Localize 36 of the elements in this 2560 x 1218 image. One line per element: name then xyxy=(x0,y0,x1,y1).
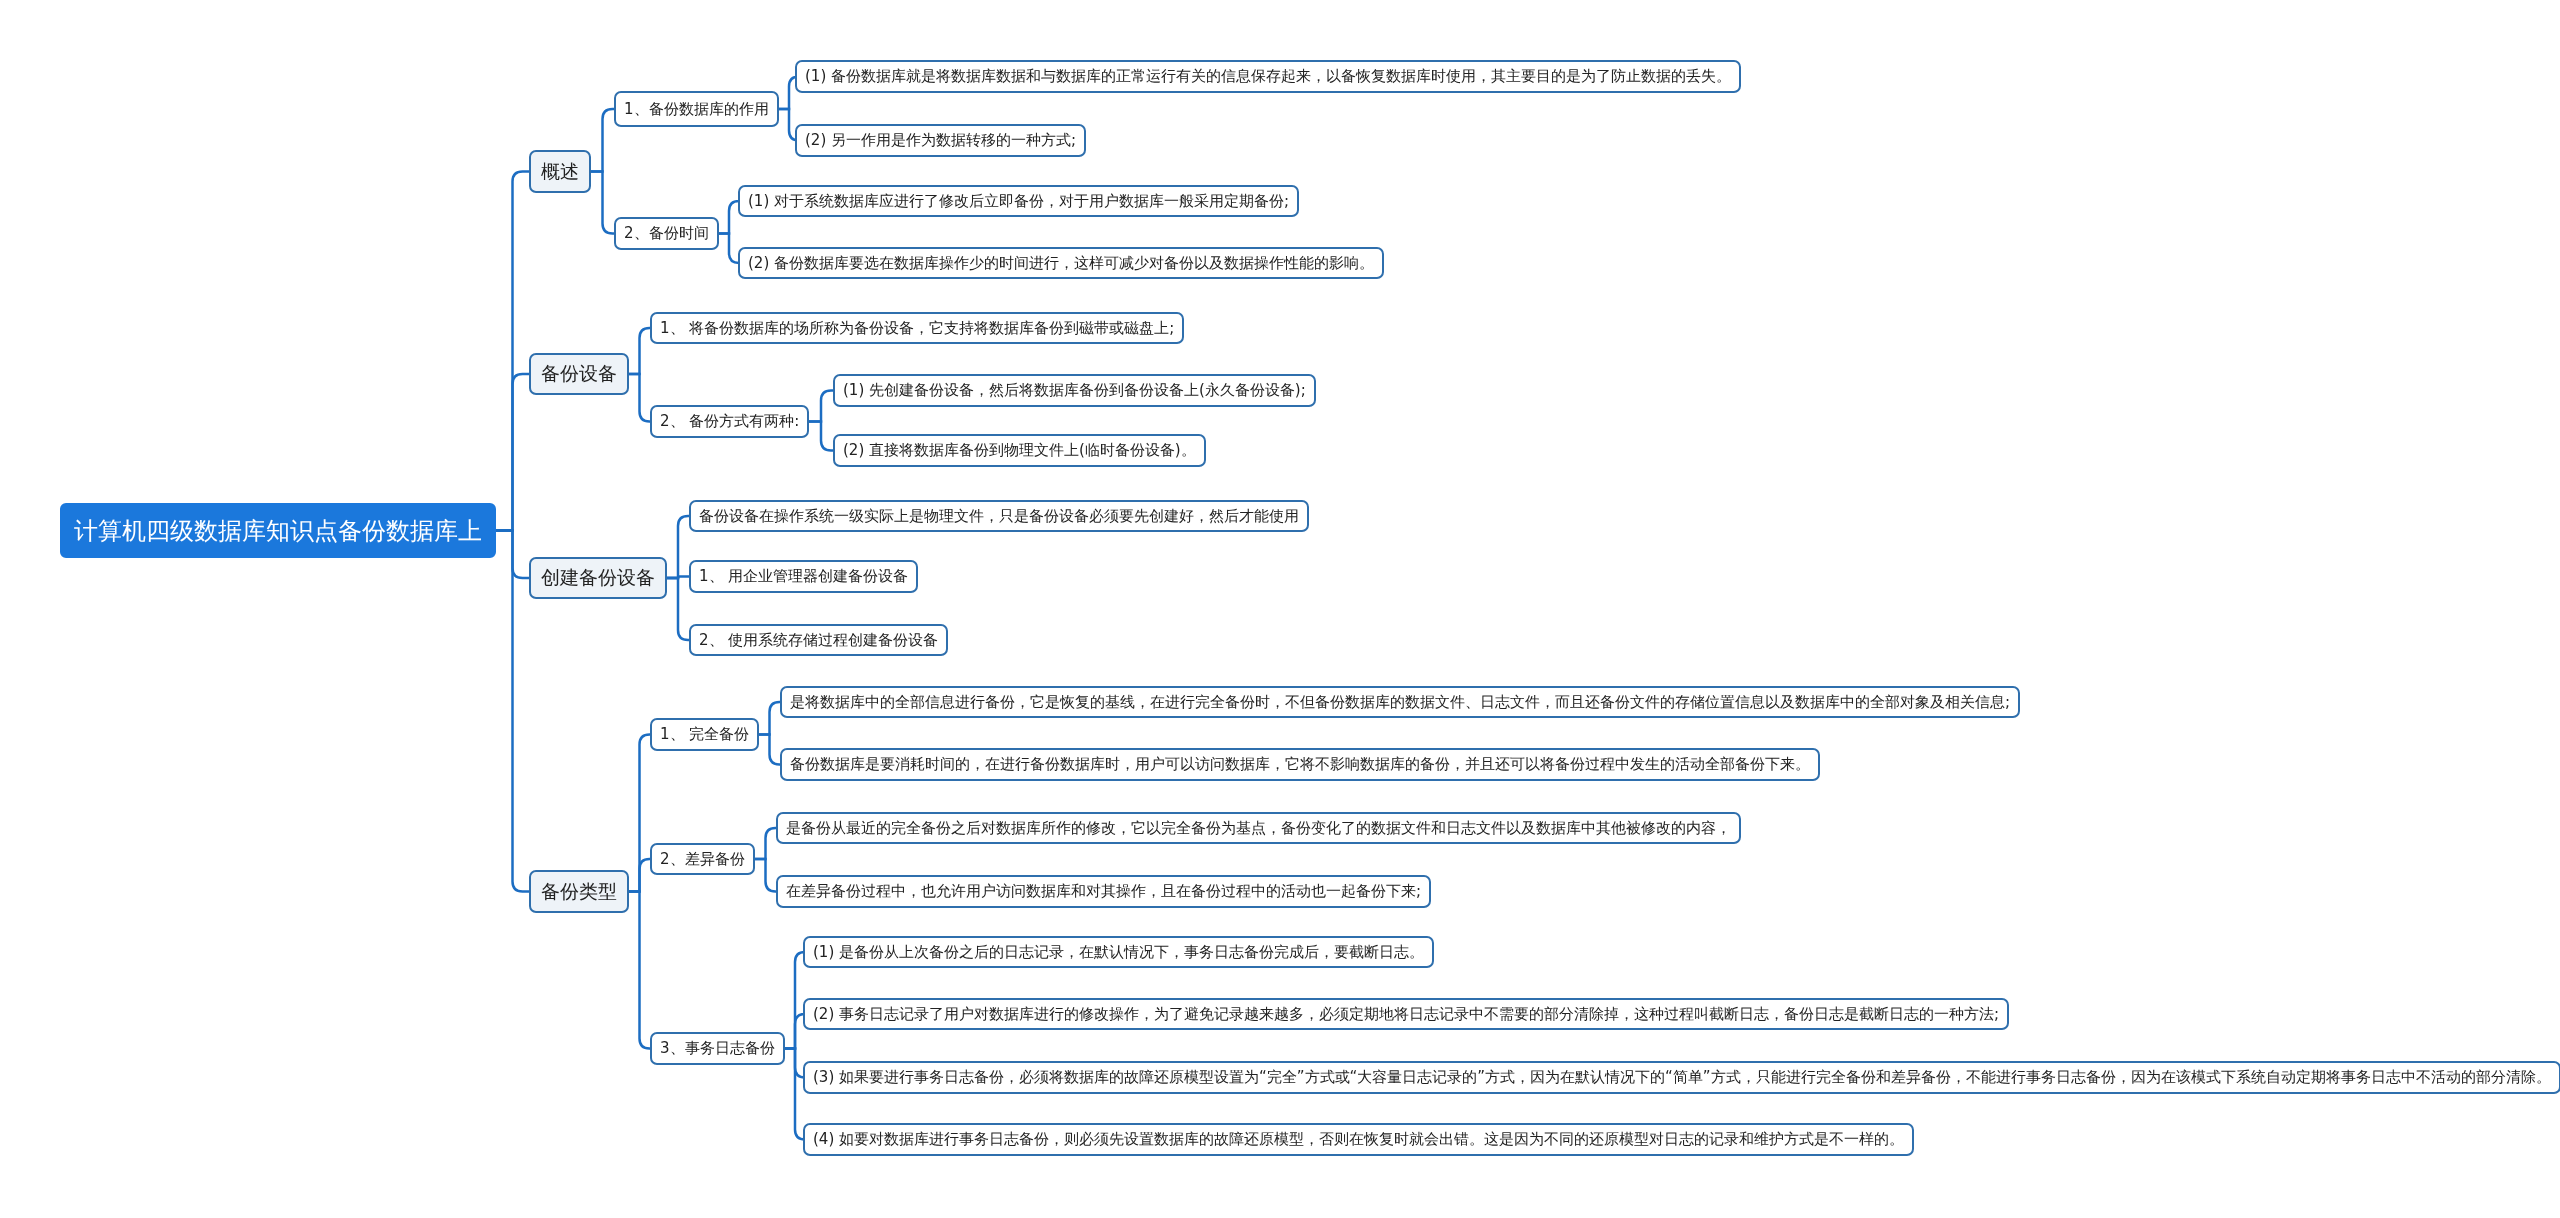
main-topic-box: 备份设备 xyxy=(529,353,629,395)
main-topic-box: 概述 xyxy=(529,150,591,193)
subtopic-box: 1、 用企业管理器创建备份设备 xyxy=(689,560,919,593)
subtopic-box: 备份设备在操作系统一级实际上是物理文件，只是备份设备必须要先创建好，然后才能使用 xyxy=(689,500,1309,532)
root-topic-box: 计算机四级数据库知识点备份数据库上 xyxy=(60,503,496,558)
subtopic-box: 在差异备份过程中，也允许用户访问数据库和对其操作，且在备份过程中的活动也一起备份下来; xyxy=(776,875,1432,908)
subtopic-box: (2) 直接将数据库备份到物理文件上(临时备份设备)。 xyxy=(833,434,1206,467)
connector-line xyxy=(629,372,651,423)
connector-line xyxy=(591,170,615,235)
subtopic-box: (2) 事务日志记录了用户对数据库进行的修改操作，为了避免记录越来越多，必须定期地将日志记录中不需要的部分清除掉，这种过程叫截断日志，备份日志是截断日志的一种方法; xyxy=(803,998,2010,1030)
subtopic-box: 2、差异备份 xyxy=(650,843,755,875)
connector-line xyxy=(759,733,781,766)
subtopic-box: 1、 完全备份 xyxy=(650,718,760,751)
subtopic-box: (2) 备份数据库要选在数据库操作少的时间进行，这样可减少对备份以及数据操作性能的影响。 xyxy=(738,247,1384,279)
subtopic-box: 是备份从最近的完全备份之后对数据库所作的修改，它以完全备份为基点，备份变化了的数据文件和日志文件以及数据库中其他被修改的内容， xyxy=(776,812,1741,844)
subtopic-box: 2、备份时间 xyxy=(614,217,719,250)
subtopic-box: (1) 是备份从上次备份之后的日志记录，在默认情况下，事务日志备份完成后，要截断日志。 xyxy=(803,936,1434,968)
subtopic-box: 2、 备份方式有两种: xyxy=(650,405,810,438)
subtopic-box: 1、 将备份数据库的场所称为备份设备，它支持将数据库备份到磁带或磁盘上; xyxy=(650,312,1185,344)
subtopic-box: 是将数据库中的全部信息进行备份，它是恢复的基线，在进行完全备份时，不但备份数据库的数据文件、日志文件，而且还备份文件的存储位置信息以及数据库中的全部对象及相关信息; xyxy=(780,686,2021,718)
main-topic-box: 备份类型 xyxy=(529,870,629,913)
subtopic-box: (1) 备份数据库就是将数据库数据和与数据库的正常运行有关的信息保存起来，以备恢复数据库时使用，其主要目的是为了防止数据的丢失。 xyxy=(795,60,1741,93)
subtopic-box: (1) 先创建备份设备，然后将数据库备份到备份设备上(永久备份设备); xyxy=(833,374,1316,407)
subtopic-box: (4) 如要对数据库进行事务日志备份，则必须先设置数据库的故障还原模型，否则在恢复时就会出错。这是因为不同的还原模型对日志的记录和维护方式是不一样的。 xyxy=(803,1123,1914,1156)
subtopic-box: (1) 对于系统数据库应进行了修改后立即备份，对于用户数据库一般采用定期备份; xyxy=(738,185,1300,217)
subtopic-box: 备份数据库是要消耗时间的，在进行备份数据库时，用户可以访问数据库，它将不影响数据库的备份，并且还可以将备份过程中发生的活动全部备份下来。 xyxy=(780,748,1820,781)
subtopic-box: (3) 如果要进行事务日志备份，必须将数据库的故障还原模型设置为“完全”方式或“大容量日志记录的”方式，因为在默认情况下的“简单”方式，只能进行完全备份和差异备份，不能进行事务日志备份，因为在该模式下系统自动定期将事务日志中不活动的部分清除。 xyxy=(803,1061,2560,1094)
subtopic-box: 2、 使用系统存储过程创建备份设备 xyxy=(689,624,949,656)
connector-line xyxy=(755,857,777,893)
connector-line xyxy=(809,420,833,452)
main-topic-box: 创建备份设备 xyxy=(529,557,667,599)
subtopic-box: 1、备份数据库的作用 xyxy=(614,91,779,127)
connector-line xyxy=(667,576,690,642)
subtopic-box: (2) 另一作用是作为数据转移的一种方式; xyxy=(795,124,1087,157)
connector-line xyxy=(629,890,651,1050)
subtopic-box: 3、事务日志备份 xyxy=(650,1032,785,1065)
